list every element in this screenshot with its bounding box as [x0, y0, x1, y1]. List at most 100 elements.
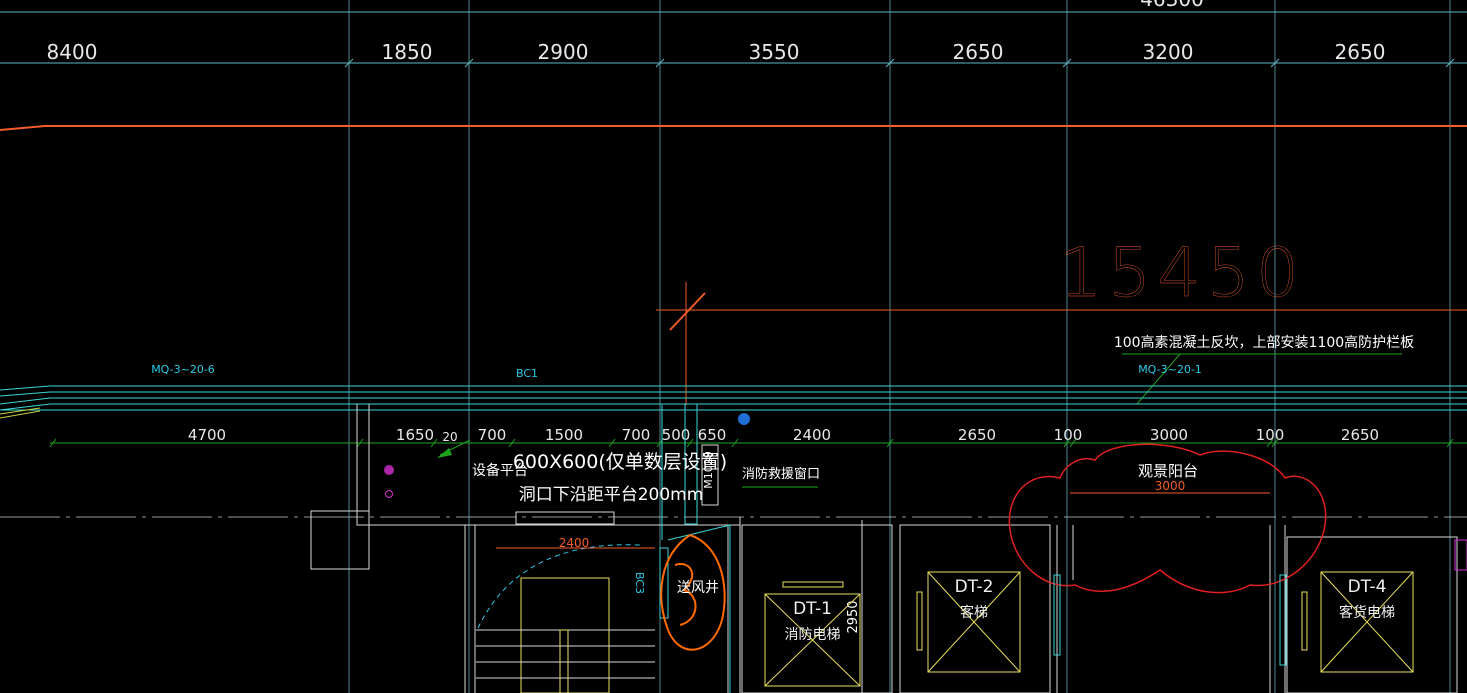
elevator-car: DT-4 客货电梯: [1320, 571, 1414, 673]
top-dimension-value: 2650: [953, 40, 1004, 64]
middle-dimension-tick: [731, 438, 739, 448]
pink-detail: [1454, 539, 1467, 571]
middle-dimension-value: 2400: [793, 426, 831, 444]
elevator-diagonal: [764, 593, 861, 687]
top-dimension-line: [0, 11, 1467, 64]
facade-label-right: MQ-3~20-1: [1138, 363, 1202, 376]
middle-dimension-value: 4700: [188, 426, 226, 444]
revision-cloud: [1008, 443, 1327, 594]
elevator-name: 消防电梯: [785, 627, 841, 643]
middle-dimension-tick: [508, 438, 516, 448]
stair: [476, 544, 655, 693]
middle-dimension-value: 2650: [958, 426, 996, 444]
elevator-code: DT-2: [955, 577, 994, 597]
middle-dimension-value: 700: [478, 426, 507, 444]
small-mark: 20: [442, 430, 457, 444]
facade-accent: [0, 407, 41, 419]
middle-dimension-tick: [49, 438, 57, 448]
middle-dimension-value: 1500: [545, 426, 583, 444]
elevator-box: [927, 571, 1021, 673]
top-dimension-value: 3200: [1143, 40, 1194, 64]
magenta-ring-icon: [385, 490, 393, 498]
middle-dimension-value: 3000: [1150, 426, 1188, 444]
middle-dimension-tick: [886, 438, 894, 448]
elevator-code: DT-1: [793, 599, 832, 619]
window-box: [701, 444, 719, 506]
shaft-sketch-numeral: [674, 563, 697, 626]
elevator-diagonal: [1320, 571, 1414, 673]
elevation-tick: [669, 292, 706, 331]
supply-shaft-sketch: [660, 534, 726, 651]
top-dimension-value: 1850: [382, 40, 433, 64]
top-dimension-tick: [1270, 58, 1280, 68]
middle-dimension-value: 650: [698, 426, 727, 444]
top-dimension-tick: [464, 58, 474, 68]
top-dimension-texts: 8400 1850 2900 3550 2650 3200 2650: [47, 40, 1455, 68]
facade-label-center: BC1: [516, 367, 538, 380]
middle-dimension-tick: [608, 438, 616, 448]
parapet-note-leader: [1136, 353, 1181, 405]
top-total-dimension-text: 46300: [1140, 0, 1204, 11]
elevator-diagonal: [927, 571, 1021, 673]
elevator-car: DT-2 客梯: [927, 571, 1021, 673]
middle-dimension-tick: [1271, 438, 1279, 448]
door-slot-2: [1279, 574, 1287, 666]
fire-rescue-window-label: 消防救援窗口: [742, 466, 820, 482]
middle-dimension-value: 1650: [396, 426, 434, 444]
middle-dimension-tick: [1069, 438, 1077, 448]
door-left: [916, 591, 923, 651]
elevation-label: 15450: [1059, 234, 1305, 313]
top-dimension-tick: [885, 58, 895, 68]
equipment-platform-label: 设备平台: [472, 462, 528, 479]
shaft-dimension-text: 2950: [846, 600, 861, 633]
bc3-label: BC3: [633, 572, 646, 594]
elevator-code: DT-4: [1348, 577, 1387, 597]
elevator-name: 客梯: [960, 604, 988, 621]
door-top: [782, 581, 844, 588]
middle-dimension-value: 2650: [1341, 426, 1379, 444]
middle-dimension-tick: [686, 438, 694, 448]
middle-dimension-tick: [1063, 438, 1071, 448]
middle-dimension-value: 500: [662, 426, 691, 444]
top-dimension-value: 8400: [47, 40, 98, 64]
top-dimension-tick: [655, 58, 665, 68]
elevator-group: DT-1 消防电梯 DT-2 客梯 DT-4 客货电梯: [764, 571, 1414, 687]
grid-axis-lines: [348, 0, 1451, 693]
slab-edge-line: [0, 125, 1467, 131]
middle-dimension-tick: [356, 438, 364, 448]
top-dimension-tick: [344, 58, 354, 68]
door-slot-1: [1053, 574, 1061, 656]
top-dimension-value: 2900: [538, 40, 589, 64]
elevator-car: DT-1 消防电梯: [764, 593, 861, 687]
opening-size-note: 600X600(仅单数层设置): [513, 451, 727, 473]
window-code-label: M1029: [702, 451, 715, 489]
elevator-box: [764, 593, 861, 687]
supply-air-shaft-label: 送风井: [677, 580, 719, 596]
elevator-box: [1320, 571, 1414, 673]
facade-curtain-wall: [0, 385, 1467, 411]
top-dimension-tick: [1445, 58, 1455, 68]
middle-dimension-tick: [1266, 438, 1274, 448]
middle-dimension-tick: [1446, 438, 1454, 448]
viewing-balcony-label: 观景阳台: [1138, 462, 1198, 480]
door-right: [1301, 591, 1308, 651]
viewing-balcony-dim-text: 3000: [1155, 479, 1186, 493]
top-dimension-value: 3550: [749, 40, 800, 64]
facade-label-left: MQ-3~20-6: [151, 363, 215, 376]
balcony-parapet-note: 100高素混凝土反坎，上部安装1100高防护栏板: [1114, 334, 1414, 351]
middle-dimension-tick: [430, 438, 438, 448]
stair-dimension-text: 2400: [559, 536, 590, 550]
opening-height-note: 洞口下沿距平台200mm: [519, 485, 704, 505]
structural-walls: [0, 404, 1467, 693]
middle-dimension-value: 100: [1256, 426, 1285, 444]
magenta-marker-icon: [384, 465, 394, 475]
blue-marker-icon: [738, 413, 750, 425]
platform-arrow-icon: [437, 448, 452, 458]
top-dimension-tick: [1062, 58, 1072, 68]
elevator-name: 客货电梯: [1339, 604, 1395, 621]
middle-dimension-value: 700: [622, 426, 651, 444]
top-dimension-value: 2650: [1335, 40, 1386, 64]
